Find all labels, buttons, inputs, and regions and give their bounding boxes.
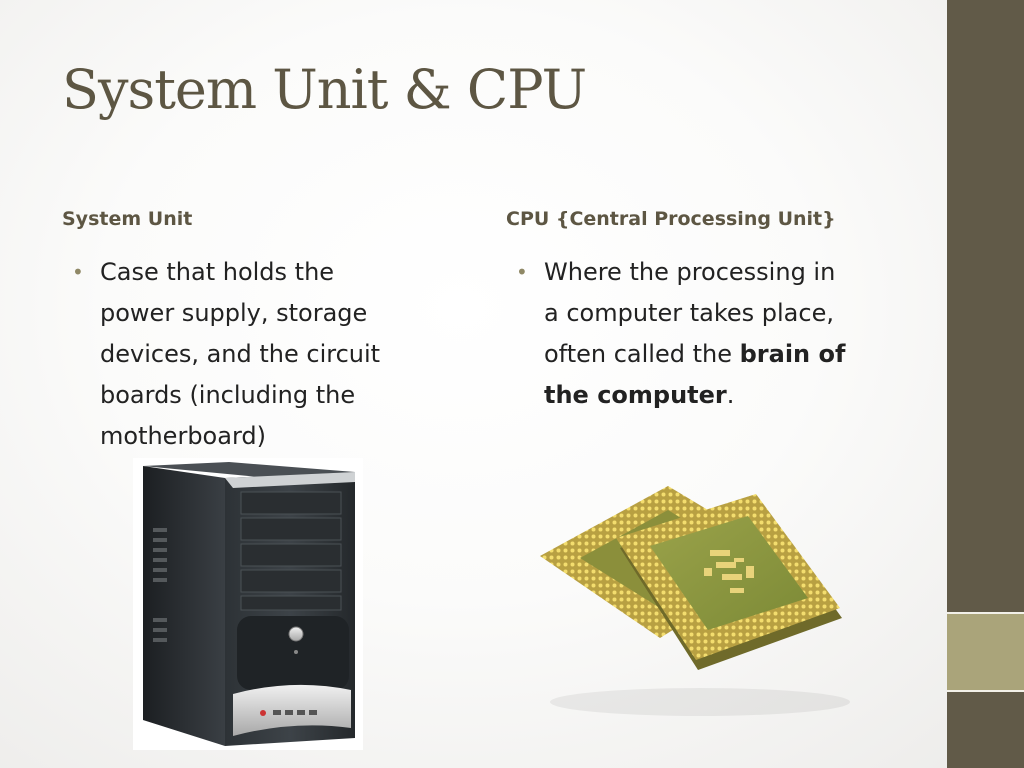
left-bullet: • Case that holds the power supply, stor…: [62, 252, 402, 457]
side-accent-block: [947, 614, 1024, 690]
side-divider: [947, 690, 1024, 692]
computer-tower-icon: [133, 458, 363, 750]
right-column-heading: CPU {Central Processing Unit}: [506, 208, 836, 230]
bullet-dot-icon: •: [516, 260, 528, 284]
right-bullet-text-bold: brain of the computer: [544, 340, 846, 409]
right-bullet-text-pre: Where the processing in a computer takes…: [544, 258, 836, 368]
slide-title: System Unit & CPU: [62, 58, 587, 121]
left-column-heading: System Unit: [62, 208, 193, 230]
bullet-dot-icon: •: [72, 260, 84, 284]
left-bullet-text: Case that holds the power supply, storag…: [100, 258, 381, 450]
cpu-chip-icon: [520, 470, 882, 740]
side-divider: [947, 612, 1024, 614]
right-bullet: • Where the processing in a computer tak…: [506, 252, 846, 416]
right-bullet-text-post: .: [726, 381, 735, 409]
